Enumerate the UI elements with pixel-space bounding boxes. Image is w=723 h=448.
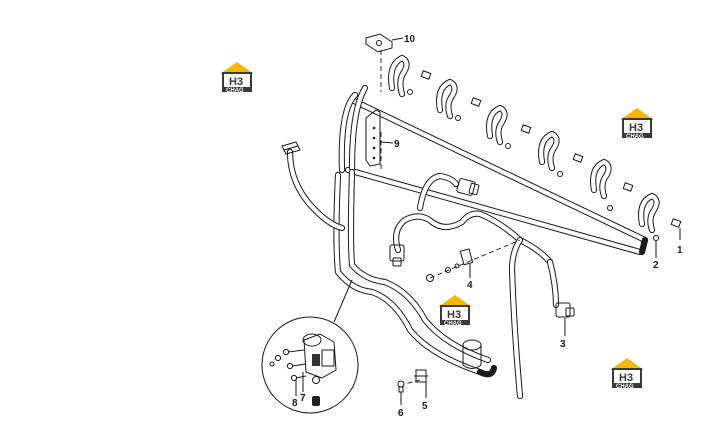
upper-rail: [338, 84, 649, 256]
callout-8: 8: [292, 398, 298, 409]
callout-3: 3: [560, 339, 566, 350]
callout-5: 5: [422, 401, 428, 412]
leader-lines: [295, 37, 681, 405]
middle-harness: [389, 172, 575, 400]
callout-9: 9: [394, 139, 400, 150]
left-hose: [281, 141, 346, 232]
watermark-logo-3: H3 CHAG: [438, 295, 472, 327]
callout-2: 2: [653, 260, 659, 271]
assembly-lines: [380, 50, 521, 385]
watermark-brand-4: H3: [619, 372, 633, 384]
callout-6: 6: [398, 408, 404, 419]
detail-circle: [261, 279, 359, 414]
main-tube: [333, 168, 498, 378]
part-9-bracket: [365, 109, 381, 167]
rail-clamps: [407, 70, 682, 241]
part-5-6: [397, 369, 428, 393]
callout-7: 7: [300, 393, 306, 404]
part-10-bracket: [365, 33, 393, 53]
watermark-logo-2: H3 CHAG: [620, 108, 654, 140]
watermark-sub-2: CHAG: [626, 134, 644, 140]
watermark-brand-2: H3: [629, 122, 643, 134]
watermark-logo-1: H3 CHAG: [220, 62, 254, 94]
callout-4: 4: [467, 280, 473, 291]
watermark-brand-1: H3: [229, 76, 243, 88]
watermark-logo-4: H3 CHAG: [610, 358, 644, 390]
rail-hooks: [388, 54, 660, 234]
callout-10: 10: [404, 34, 416, 45]
watermark-brand-3: H3: [447, 309, 461, 321]
watermark-sub-4: CHAG: [616, 384, 634, 390]
callouts: 10 9 1 2 3 4 5 6 7 8: [292, 34, 683, 419]
watermark-sub-3: CHAG: [444, 321, 462, 327]
part-4-clamp: [426, 248, 474, 282]
watermark-sub-1: CHAG: [226, 88, 244, 94]
callout-1: 1: [677, 245, 683, 256]
